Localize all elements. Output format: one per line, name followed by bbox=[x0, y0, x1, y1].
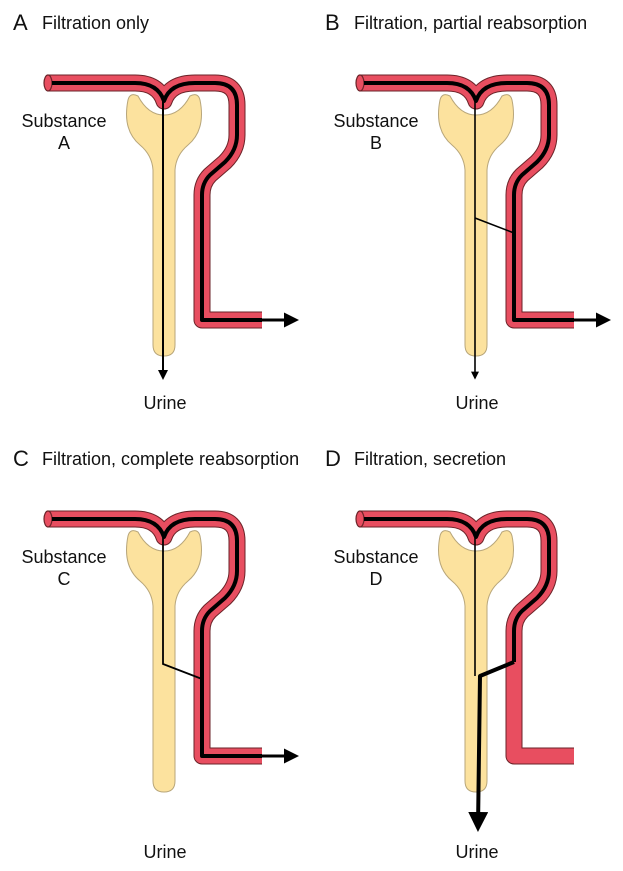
urine-label: Urine bbox=[455, 842, 499, 862]
panel-title: Filtration, complete reabsorption bbox=[42, 449, 300, 469]
panel-partial-reabsorption: B Filtration, partial reabsorption Subst… bbox=[312, 0, 623, 435]
panel-title: Filtration only bbox=[42, 13, 150, 33]
substance-word: Substance bbox=[333, 547, 419, 567]
nephron-diagram-a bbox=[0, 0, 299, 380]
substance-label: Substance A bbox=[14, 110, 114, 154]
panel-letter: B bbox=[325, 10, 340, 35]
substance-letter: B bbox=[369, 133, 382, 153]
urine-label: Urine bbox=[455, 393, 499, 413]
vessel-flow-line bbox=[364, 517, 551, 662]
nephron-diagram-c bbox=[0, 436, 299, 871]
secretion-arrow bbox=[468, 660, 515, 832]
panel-letter: C bbox=[13, 446, 29, 471]
panel-letter: D bbox=[325, 446, 341, 471]
panel-title: Filtration, secretion bbox=[354, 449, 507, 469]
reabsorption-line bbox=[474, 217, 515, 234]
substance-word: Substance bbox=[21, 111, 107, 131]
substance-word: Substance bbox=[333, 111, 419, 131]
reabsorption-path bbox=[162, 537, 203, 680]
urine-label: Urine bbox=[143, 842, 187, 862]
substance-word: Substance bbox=[21, 547, 107, 567]
panel-letter: A bbox=[13, 10, 28, 35]
nephron-diagram-d bbox=[312, 436, 623, 832]
substance-label: Substance B bbox=[326, 110, 426, 154]
panel-filtration-only: A Filtration only Substance A Urine bbox=[0, 0, 311, 435]
panel-title: Filtration, partial reabsorption bbox=[354, 13, 588, 33]
urine-label: Urine bbox=[143, 393, 187, 413]
substance-letter: C bbox=[57, 569, 71, 589]
substance-letter: D bbox=[369, 569, 383, 589]
substance-label: Substance C bbox=[14, 546, 114, 590]
substance-label: Substance D bbox=[326, 546, 426, 590]
panel-secretion: D Filtration, secretion Substance D Urin… bbox=[312, 436, 623, 871]
nephron-diagram-b bbox=[312, 0, 611, 380]
panel-complete-reabsorption: C Filtration, complete reabsorption Subs… bbox=[0, 436, 311, 871]
substance-letter: A bbox=[57, 133, 70, 153]
